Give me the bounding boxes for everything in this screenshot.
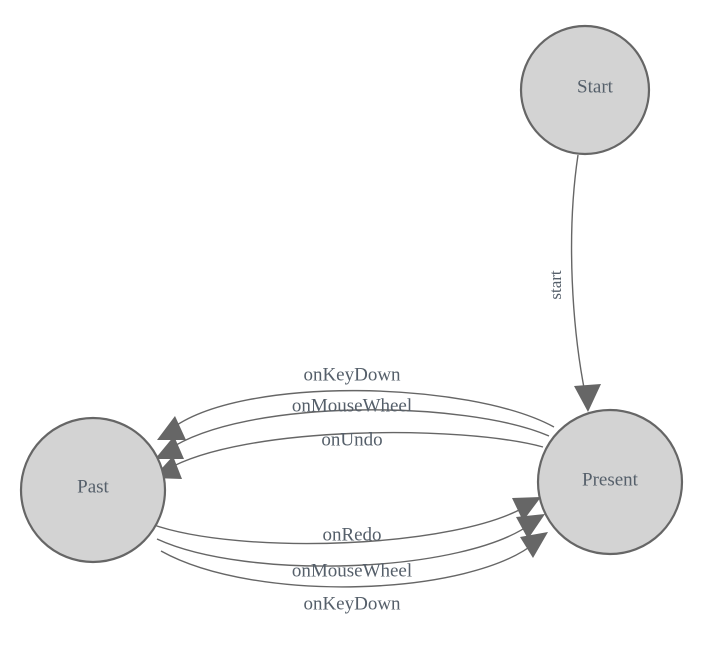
- node-past-circle: [19, 416, 167, 564]
- edge-past-to-present-onkeydown-arrowhead: [520, 532, 548, 558]
- node-present-label: Present: [582, 469, 639, 490]
- edge-label-past-to-present-onmousewheel: onMouseWheel: [292, 560, 412, 581]
- edge-present-to-past-onmousewheel-arrowhead: [155, 436, 184, 459]
- edge-present-to-past-onkeydown-path: [169, 389, 555, 431]
- edge-past-to-present-onredo-path: [150, 504, 529, 545]
- edge-present-to-past-onundo-path: [165, 431, 544, 471]
- edge-present-to-past-onmousewheel[interactable]: onMouseWheel: [155, 395, 550, 459]
- edge-label-past-to-present-onkeydown: onKeyDown: [303, 593, 401, 614]
- edge-label-present-to-past-onkeydown: onKeyDown: [303, 364, 401, 385]
- edge-present-to-past-onkeydown[interactable]: onKeyDown: [157, 364, 555, 440]
- edge-past-to-present-onmousewheel[interactable]: onMouseWheel: [156, 514, 545, 581]
- node-present-circle: [536, 408, 684, 556]
- edge-label-present-to-past-onundo: onUndo: [321, 429, 382, 450]
- node-past-label: Past: [77, 476, 109, 497]
- edge-past-to-present-onmousewheel-arrowhead: [516, 514, 545, 539]
- edge-past-to-present-onredo-arrowhead: [512, 497, 541, 521]
- edge-past-to-present-onredo[interactable]: onRedo: [150, 497, 541, 545]
- edge-label-present-to-past-onmousewheel: onMouseWheel: [292, 395, 412, 416]
- edge-start-to-present-path: [570, 154, 587, 399]
- node-start-label: Start: [577, 76, 614, 97]
- edge-label-past-to-present-onredo: onRedo: [322, 524, 381, 545]
- node-past[interactable]: Past: [19, 416, 167, 564]
- node-present[interactable]: Present: [536, 408, 684, 556]
- edge-past-to-present-onkeydown-path: [160, 541, 537, 588]
- edge-past-to-present-onmousewheel-path: [156, 522, 533, 567]
- edge-start-to-present-arrowhead: [574, 384, 601, 412]
- edge-present-to-past-onundo[interactable]: onUndo: [153, 429, 544, 479]
- edge-present-to-past-onkeydown-arrowhead: [157, 416, 186, 440]
- node-start[interactable]: Start: [519, 24, 651, 156]
- edge-start-to-present[interactable]: start: [546, 154, 601, 412]
- edge-present-to-past-onmousewheel-path: [167, 409, 550, 451]
- edge-past-to-present-onkeydown[interactable]: onKeyDown: [160, 532, 548, 614]
- edge-label-start: start: [546, 270, 565, 300]
- node-start-circle: [519, 24, 651, 156]
